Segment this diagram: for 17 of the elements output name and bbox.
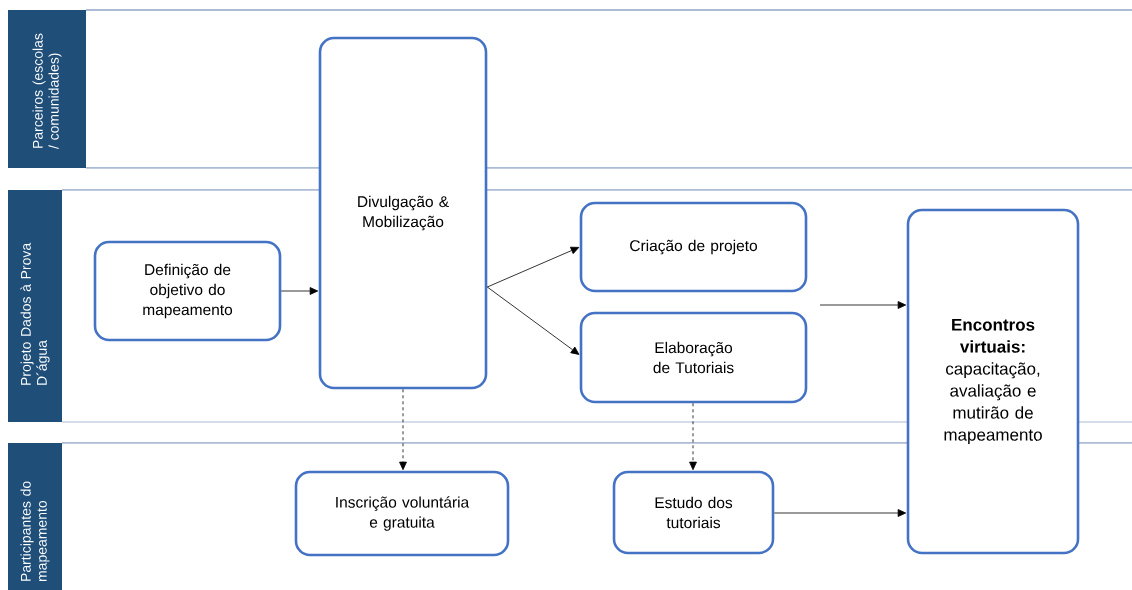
process-box: Estudo dos tutoriais [612, 470, 775, 555]
process-box: Divulgação & Mobilização [318, 36, 488, 390]
process-box: Inscrição voluntária e gratuita [294, 470, 510, 557]
process-box: Criação de projeto [579, 201, 808, 293]
arrow [280, 287, 319, 295]
arrow [486, 246, 580, 288]
arrow [689, 402, 697, 471]
arrow [486, 286, 580, 355]
arrow [399, 388, 407, 471]
process-box: Elaboração de Tutoriais [579, 311, 808, 404]
lane-label: Participantes do mapeamento [8, 443, 62, 590]
arrow [773, 509, 907, 517]
arrow [819, 301, 907, 309]
lane-label: Parceiros (escolas / comunidades) [8, 10, 86, 168]
process-box: Encontros virtuais: capacitação, avaliação e mutirão de mapeamento [906, 208, 1080, 555]
lane-label: Projeto Dados à Prova D´água [8, 190, 62, 422]
process-box: Definição de objetivo do mapeamento [93, 240, 282, 342]
